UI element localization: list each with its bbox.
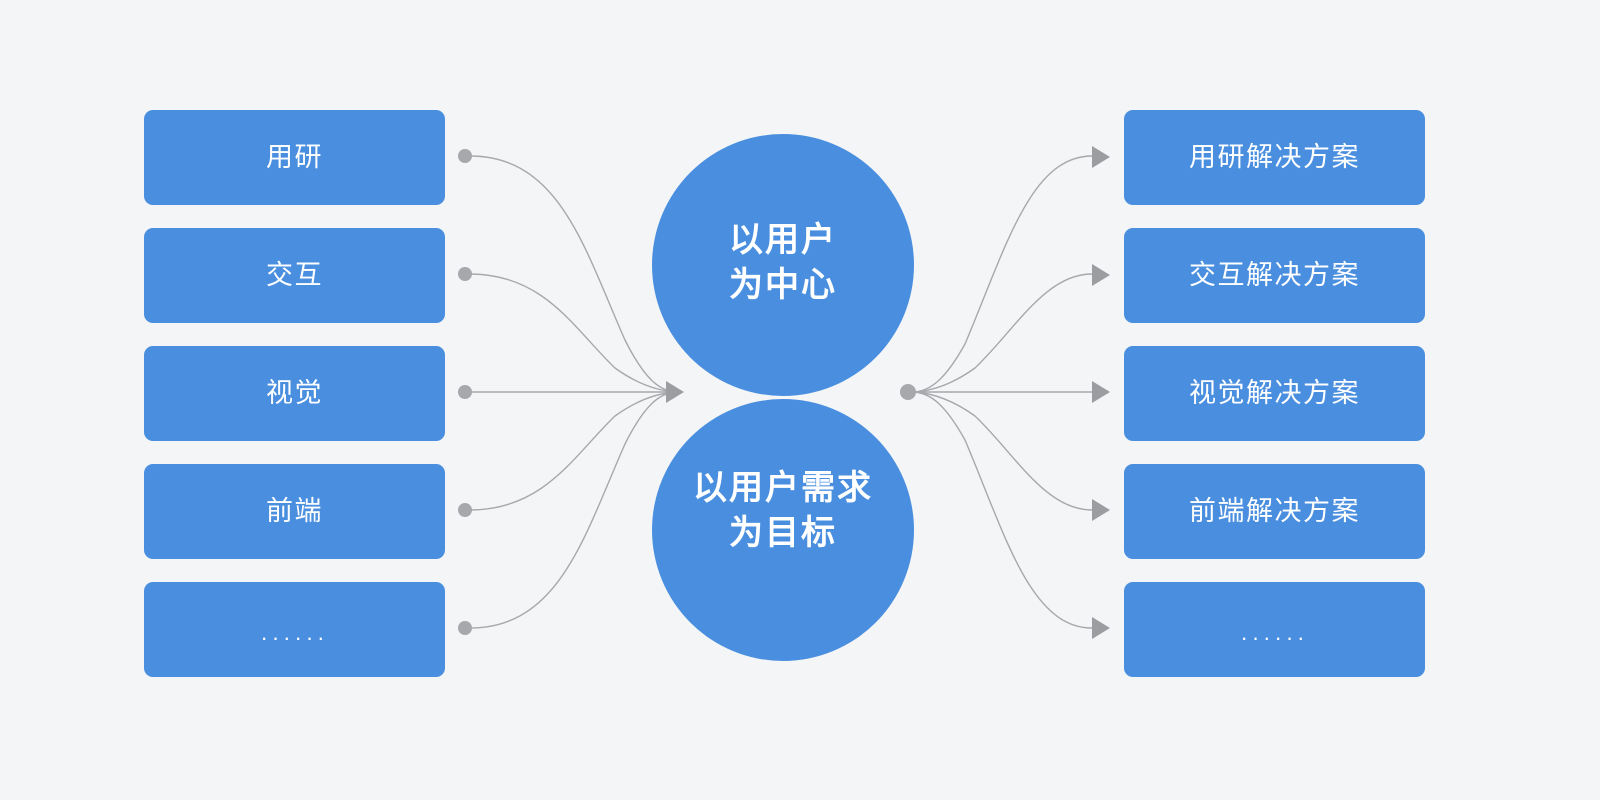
circle-top-label: 以用户 为中心 bbox=[633, 218, 933, 308]
output-node-视觉解决方案[interactable]: 视觉解决方案 bbox=[1124, 346, 1425, 441]
input-node-label: ······ bbox=[260, 624, 329, 650]
output-connector-curves bbox=[913, 155, 1093, 629]
circle-top-label-line1: 以用户 bbox=[729, 221, 837, 259]
output-node-label: 用研解决方案 bbox=[1189, 142, 1360, 172]
input-node-more[interactable]: ······ bbox=[144, 582, 445, 677]
output-arrow-head-icon bbox=[1092, 146, 1110, 168]
output-arrow-head-icon bbox=[1092, 381, 1110, 403]
output-node-more[interactable]: ······ bbox=[1124, 582, 1425, 677]
input-node-用研[interactable]: 用研 bbox=[144, 110, 445, 205]
input-node-label: 用研 bbox=[266, 142, 323, 172]
circle-bottom-label-line2: 为目标 bbox=[729, 513, 837, 552]
output-node-label: 视觉解决方案 bbox=[1189, 378, 1360, 408]
output-node-label: ······ bbox=[1240, 624, 1309, 650]
input-arrow-head-icon bbox=[666, 381, 684, 403]
output-node-label: 前端解决方案 bbox=[1189, 496, 1360, 526]
input-node-交互[interactable]: 交互 bbox=[144, 228, 445, 323]
output-connector-dot bbox=[900, 384, 916, 400]
input-connector-dot bbox=[458, 149, 472, 163]
input-connector-dot bbox=[458, 385, 472, 399]
input-node-视觉[interactable]: 视觉 bbox=[144, 346, 445, 441]
input-node-label: 视觉 bbox=[266, 378, 323, 408]
output-arrow-head-icon bbox=[1092, 617, 1110, 639]
output-node-前端解决方案[interactable]: 前端解决方案 bbox=[1124, 464, 1425, 559]
input-connector-dot bbox=[458, 621, 472, 635]
output-node-用研解决方案[interactable]: 用研解决方案 bbox=[1124, 110, 1425, 205]
input-node-label: 前端 bbox=[266, 496, 323, 526]
circle-top-label-line2: 为中心 bbox=[729, 265, 837, 304]
output-node-交互解决方案[interactable]: 交互解决方案 bbox=[1124, 228, 1425, 323]
output-arrow-head-icon bbox=[1092, 499, 1110, 521]
input-node-label: 交互 bbox=[266, 260, 323, 290]
output-node-label: 交互解决方案 bbox=[1189, 260, 1360, 290]
output-arrow-head-icon bbox=[1092, 264, 1110, 286]
input-connector-dot bbox=[458, 503, 472, 517]
input-node-前端[interactable]: 前端 bbox=[144, 464, 445, 559]
circle-bottom-label: 以用户需求 为目标 bbox=[633, 466, 933, 556]
circle-bottom-label-line1: 以用户需求 bbox=[693, 469, 873, 507]
input-connector-dot bbox=[458, 267, 472, 281]
